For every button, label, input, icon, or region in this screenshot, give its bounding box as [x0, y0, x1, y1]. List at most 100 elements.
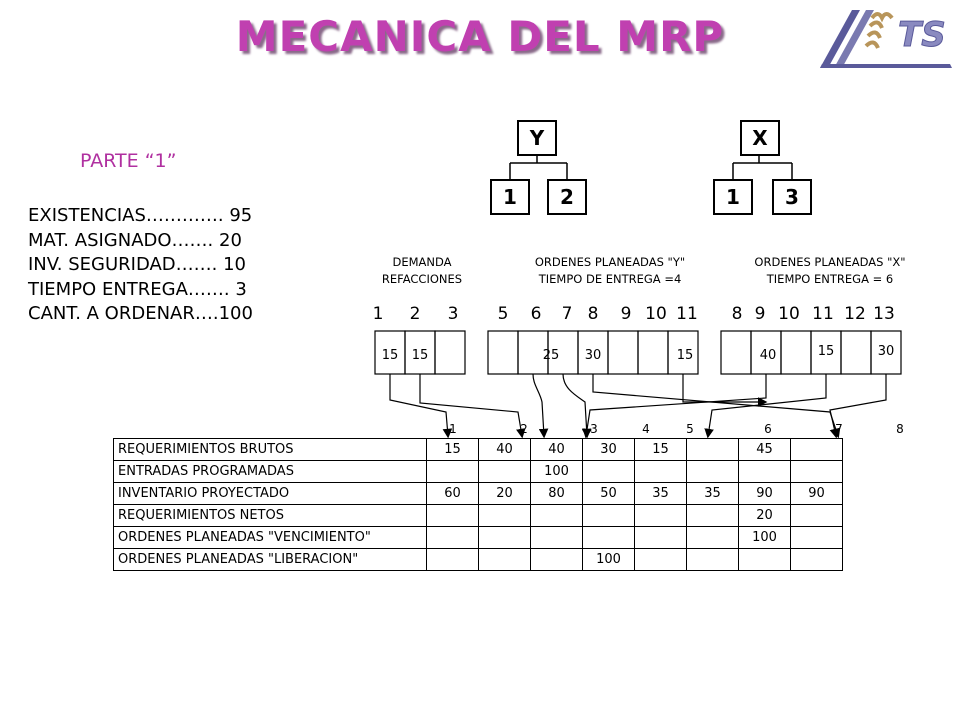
- period-header: 2: [520, 422, 528, 436]
- row-label: ORDENES PLANEADAS "LIBERACION": [113, 548, 427, 571]
- row-label: ORDENES PLANEADAS "VENCIMIENTO": [113, 526, 427, 549]
- table-cell: [686, 438, 739, 461]
- y-cell: 30: [584, 348, 602, 363]
- table-cell: 90: [738, 482, 791, 505]
- x-day: 10: [778, 304, 800, 324]
- x-day: 13: [873, 304, 895, 324]
- table-cell: [790, 548, 843, 571]
- x-day: 11: [812, 304, 834, 324]
- table-cell: [426, 460, 479, 483]
- x-cell: 40: [759, 348, 777, 363]
- period-header: 5: [686, 422, 694, 436]
- table-cell: 90: [790, 482, 843, 505]
- table-cell: [790, 526, 843, 549]
- row-label: REQUERIMIENTOS NETOS: [113, 504, 427, 527]
- period-header: 7: [835, 422, 843, 436]
- demanda-day: 1: [372, 304, 384, 324]
- table-cell: [738, 460, 791, 483]
- table-cell: 60: [426, 482, 479, 505]
- table-row: ORDENES PLANEADAS "VENCIMIENTO" 100: [113, 526, 843, 549]
- period-header: 6: [764, 422, 772, 436]
- period-header: 1: [449, 422, 457, 436]
- param-mat-asignado: MAT. ASIGNADO……. 20: [28, 229, 242, 251]
- table-cell: 80: [530, 482, 583, 505]
- row-label: REQUERIMIENTOS BRUTOS: [113, 438, 427, 461]
- label-ordenes-y: ORDENES PLANEADAS "Y"TIEMPO DE ENTREGA =…: [534, 255, 686, 286]
- table-cell: [686, 526, 739, 549]
- table-cell: [738, 548, 791, 571]
- logo: TS: [820, 10, 952, 68]
- period-header: 3: [590, 422, 598, 436]
- table-cell: [582, 526, 635, 549]
- demanda-day: 3: [447, 304, 459, 324]
- param-inv-seguridad: INV. SEGURIDAD……. 10: [28, 254, 247, 275]
- row-label: ENTRADAS PROGRAMADAS: [113, 460, 427, 483]
- label-ordenes-x: ORDENES PLANEADAS "X"TIEMPO ENTREGA = 6: [754, 255, 906, 286]
- table-cell: [530, 526, 583, 549]
- table-cell: [478, 548, 531, 571]
- x-day: 8: [731, 304, 743, 324]
- y-day: 7: [561, 304, 573, 324]
- demanda-cell: 15: [381, 348, 399, 363]
- table-cell: [582, 504, 635, 527]
- table-cell: [634, 460, 687, 483]
- table-cell: 50: [582, 482, 635, 505]
- page-title: MECANICA DEL MRP: [235, 12, 725, 61]
- param-tiempo-entrega: TIEMPO ENTREGA……. 3: [28, 278, 247, 300]
- table-cell: [686, 548, 739, 571]
- parte-label: PARTE “1”: [80, 150, 177, 172]
- table-cell: 100: [738, 526, 791, 549]
- demanda-cell: 15: [411, 348, 429, 363]
- x-day: 9: [754, 304, 766, 324]
- table-cell: 40: [530, 438, 583, 461]
- tree-node-y-child-1: 1: [490, 179, 530, 215]
- table-cell: 100: [582, 548, 635, 571]
- y-day: 6: [530, 304, 542, 324]
- table-cell: 15: [426, 438, 479, 461]
- table-row: REQUERIMIENTOS NETOS 20: [113, 504, 843, 527]
- table-cell: 20: [738, 504, 791, 527]
- table-cell: 30: [582, 438, 635, 461]
- row-label: INVENTARIO PROYECTADO: [113, 482, 427, 505]
- table-cell: [426, 548, 479, 571]
- y-cell: 15: [676, 348, 694, 363]
- table-cell: [478, 504, 531, 527]
- y-day: 9: [620, 304, 632, 324]
- table-cell: 20: [478, 482, 531, 505]
- table-cell: [530, 504, 583, 527]
- table-cell: [634, 548, 687, 571]
- tree-node-y-child-2: 2: [547, 179, 587, 215]
- table-cell: [790, 460, 843, 483]
- table-cell: [478, 526, 531, 549]
- table-cell: [530, 548, 583, 571]
- table-cell: 15: [634, 438, 687, 461]
- y-day: 5: [497, 304, 509, 324]
- y-day: 8: [587, 304, 599, 324]
- y-day: 11: [676, 304, 698, 324]
- table-cell: [634, 526, 687, 549]
- period-header: 4: [642, 422, 650, 436]
- table-cell: [686, 460, 739, 483]
- x-cell: 30: [877, 344, 895, 359]
- tree-node-x: X: [740, 120, 780, 156]
- table-cell: [634, 504, 687, 527]
- table-cell: [478, 460, 531, 483]
- y-cell: 25: [542, 348, 560, 363]
- tree-node-x-child-3: 3: [772, 179, 812, 215]
- table-cell: [686, 504, 739, 527]
- parameters-list: EXISTENCIAS…………. 95 MAT. ASIGNADO……. 20 …: [28, 204, 253, 327]
- tree-node-y: Y: [517, 120, 557, 156]
- table-cell: [426, 526, 479, 549]
- table-cell: 35: [634, 482, 687, 505]
- table-cell: 40: [478, 438, 531, 461]
- table-cell: [582, 460, 635, 483]
- table-row: ORDENES PLANEADAS "LIBERACION" 100: [113, 548, 843, 571]
- param-cant-ordenar: CANT. A ORDENAR….100: [28, 303, 253, 324]
- demanda-day: 2: [409, 304, 421, 324]
